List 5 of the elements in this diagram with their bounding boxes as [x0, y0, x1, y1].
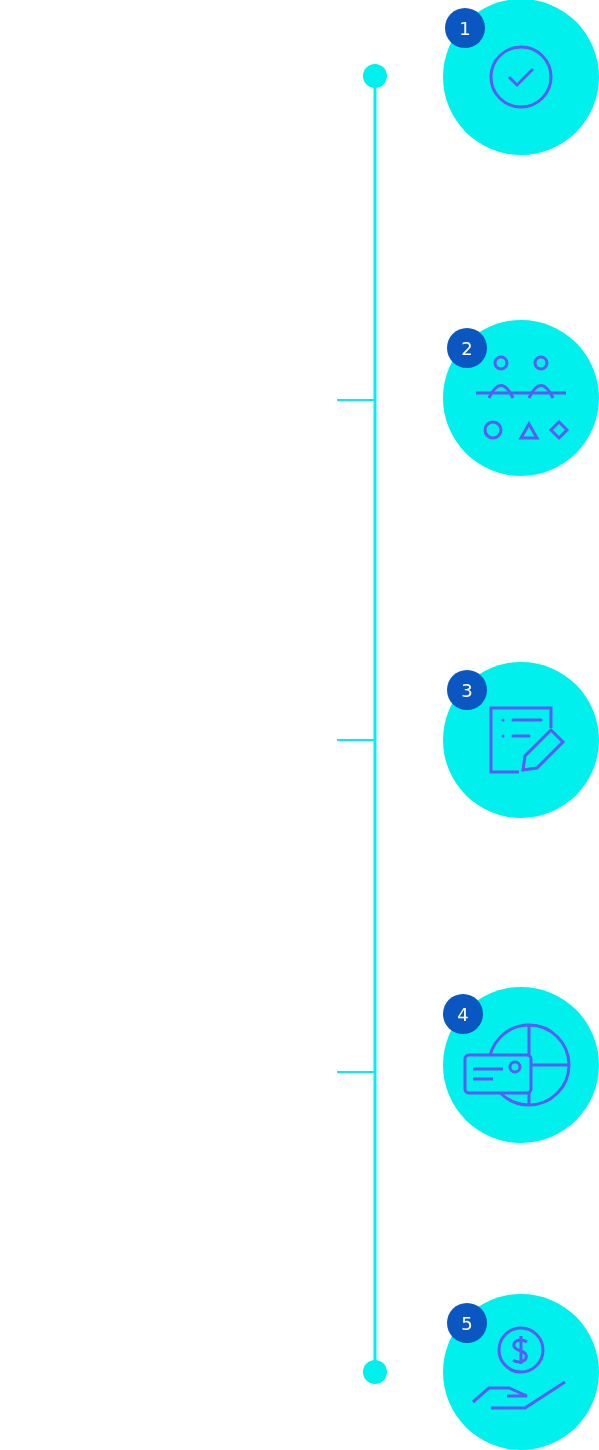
step-number-badge: 4: [443, 994, 483, 1034]
step-number-badge: 1: [445, 8, 485, 48]
step-number-badge: 2: [447, 328, 487, 368]
step-number-badge: 5: [447, 1303, 487, 1343]
step-number-badge: 3: [447, 670, 487, 710]
